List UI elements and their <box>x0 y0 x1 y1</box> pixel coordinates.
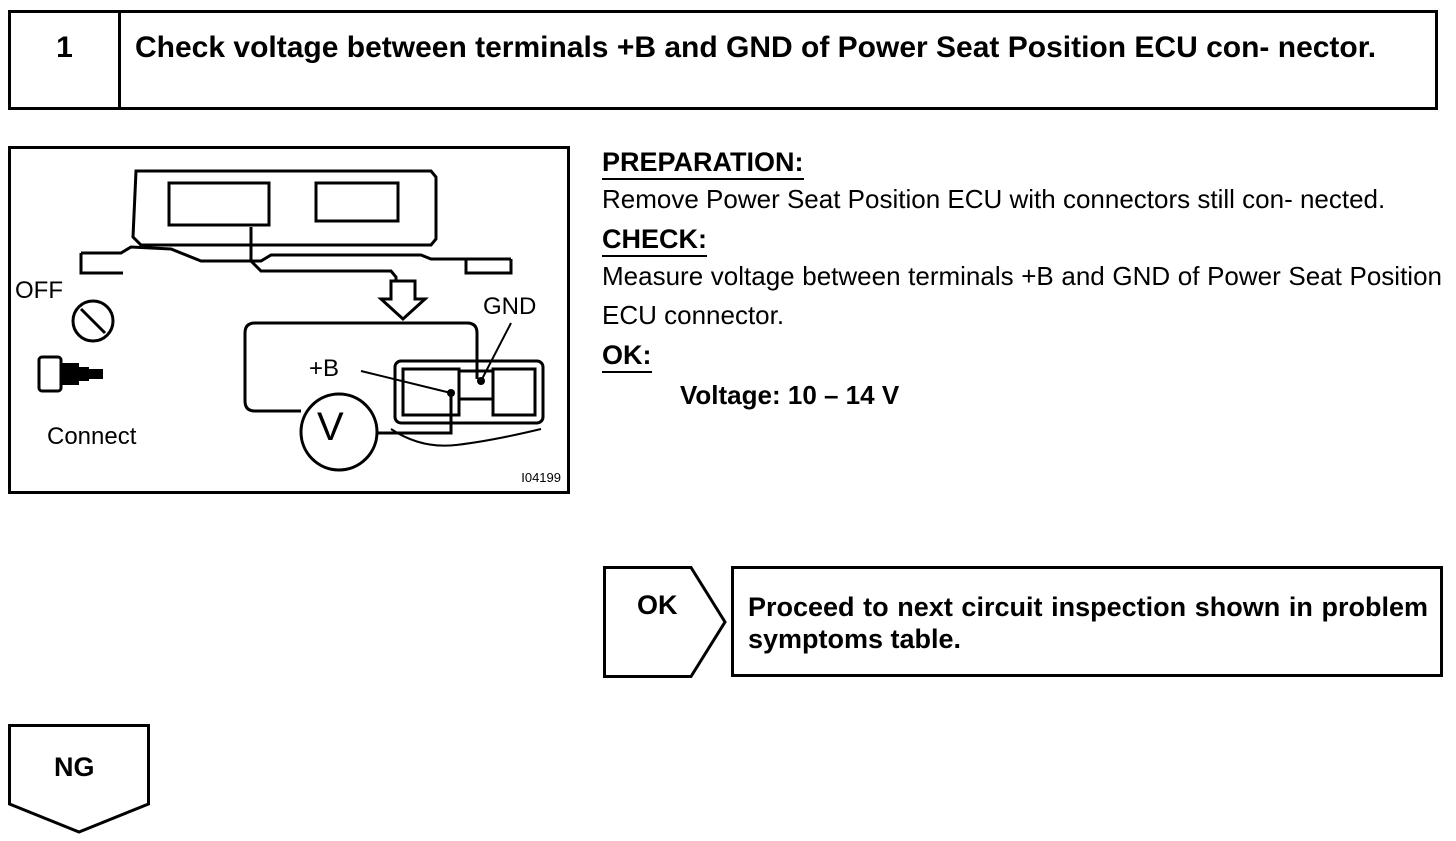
wiring-figure: OFF Connect GND +B V I04199 <box>8 146 570 494</box>
probe-lead-gnd <box>243 321 479 413</box>
check-heading: CHECK: <box>602 223 707 257</box>
ecu-connector-right <box>314 181 400 223</box>
step-number: 1 <box>11 13 121 107</box>
preparation-text: Remove Power Seat Position ECU with conn… <box>602 184 1386 214</box>
voltmeter-label: V <box>317 405 344 449</box>
ecu-body <box>131 169 438 247</box>
ok-label: OK <box>637 590 678 620</box>
figure-id: I04199 <box>521 470 561 485</box>
ok-arrow-shape <box>603 566 727 678</box>
preparation-heading: PREPARATION: <box>602 146 804 180</box>
ok-result-tag: OK <box>603 566 729 683</box>
test-connector <box>393 359 545 425</box>
step-title: Check voltage between terminals +B and G… <box>135 31 1377 64</box>
instructions: PREPARATION: Remove Power Seat Position … <box>602 142 1442 413</box>
voltage-spec: Voltage: 10 – 14 V <box>680 380 900 410</box>
plus-b-label: +B <box>309 355 340 382</box>
gnd-label: GND <box>483 293 537 320</box>
harness-wire <box>249 227 398 299</box>
ecu-connector-left <box>167 181 271 227</box>
connect-label: Connect <box>47 423 137 450</box>
connector-diagram <box>37 169 545 472</box>
off-label: OFF <box>15 277 63 304</box>
ng-result-tag: NG <box>8 724 150 841</box>
check-text: Measure voltage between terminals +B and… <box>602 261 1442 330</box>
voltmeter-icon <box>299 392 379 472</box>
connector-plug-icon <box>37 355 63 393</box>
step-header: 1 Check voltage between terminals +B and… <box>8 10 1438 110</box>
down-arrow-icon <box>377 279 429 322</box>
ng-arrow-shape <box>8 724 150 834</box>
ok-heading: OK: <box>602 339 652 373</box>
probe-lead-plus-b <box>377 393 453 435</box>
ng-label: NG <box>54 752 95 782</box>
ecu-bracket <box>81 245 511 263</box>
ok-action-text: Proceed to next circuit inspection shown… <box>731 566 1443 677</box>
